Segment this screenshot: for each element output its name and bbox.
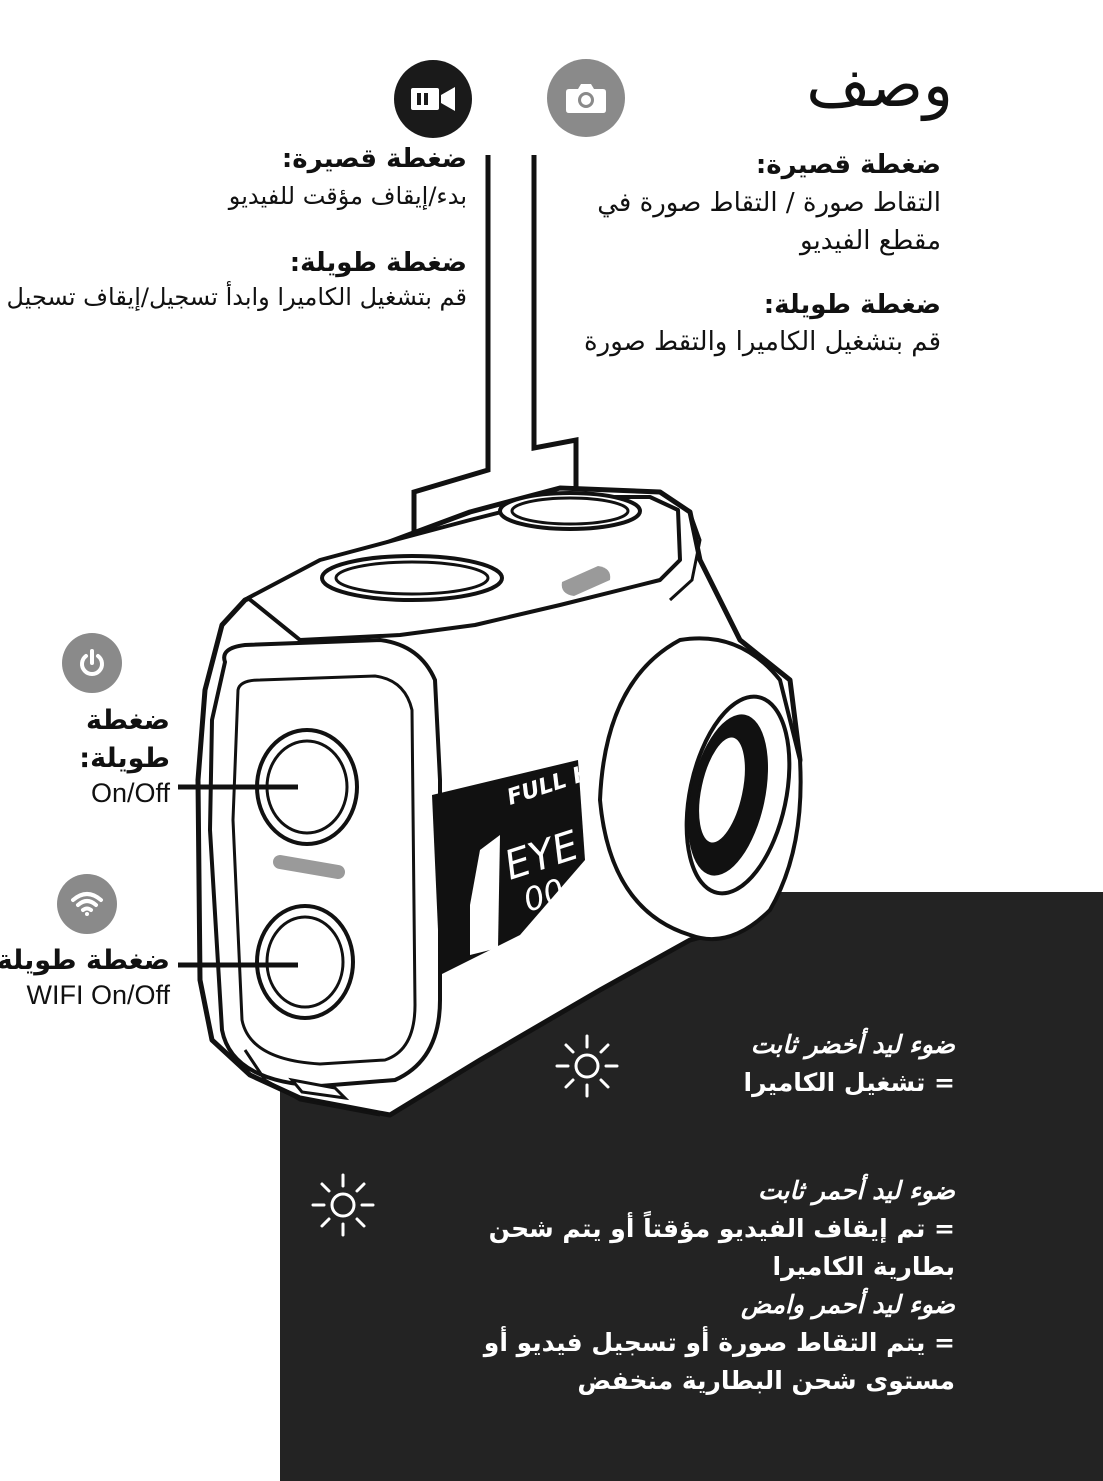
wifi-long-press-text: WIFI On/Off — [26, 980, 170, 1010]
video-camera-icon — [394, 60, 472, 138]
photo-long-press-text: قم بتشغيل الكاميرا والتقط صورة — [584, 327, 941, 357]
wifi-button-description: ضغطة طويلة: WIFI On/Off — [0, 942, 170, 1010]
bottom-port — [288, 1077, 350, 1101]
led-red-solid-meaning: = تم إيقاف الفيديو مؤقتاً أو يتم شحن بطا… — [488, 1214, 955, 1281]
front-led — [273, 855, 345, 879]
wifi-icon — [57, 874, 117, 934]
led-red-description: ضوء ليد أحمر ثابت = تم إيقاف الفيديو مؤق… — [395, 1172, 955, 1400]
lens-glass — [696, 734, 748, 846]
top-led — [561, 566, 611, 596]
sun-icon — [555, 1034, 619, 1098]
led-red-solid-state: ضوء ليد أحمر ثابت — [757, 1176, 955, 1205]
video-long-press-text: قم بتشغيل الكاميرا وابدأ تسجيل/إيقاف تسج… — [6, 283, 467, 311]
led-red-blink-state: ضوء ليد أحمر وامض — [741, 1290, 955, 1319]
power-long-press-text: On/Off — [90, 778, 170, 808]
photo-button-description: ضغطة قصيرة: التقاط صورة / التقاط صورة في… — [541, 146, 941, 360]
video-button-description: ضغطة قصيرة: بدء/إيقاف مؤقت للفيديو ضغطة … — [0, 140, 467, 312]
video-short-press-text: بدء/إيقاف مؤقت للفيديو — [228, 182, 467, 210]
camera-icon — [547, 59, 625, 137]
video-long-press-label: ضغطة طويلة: — [289, 248, 467, 278]
led-green-meaning: = تشغيل الكاميرا — [743, 1068, 956, 1097]
power-icon — [62, 633, 122, 693]
led-red-blink-meaning: = يتم التقاط صورة أو تسجيل فيديو أو مستو… — [483, 1328, 955, 1395]
power-button-description: ضغطة طويلة: On/Off — [0, 702, 170, 808]
power-long-press-label: ضغطة طويلة: — [79, 705, 170, 774]
photo-leader-line — [531, 155, 579, 512]
photo-short-press-text: التقاط صورة / التقاط صورة في مقطع الفيدي… — [597, 188, 941, 256]
led-green-state: ضوء ليد أخضر ثابت — [750, 1030, 955, 1059]
photo-long-press-label: ضغطة طويلة: — [763, 290, 941, 320]
photo-short-press-label: ضغطة قصيرة: — [755, 150, 941, 180]
sun-icon — [311, 1173, 375, 1237]
led-green-description: ضوء ليد أخضر ثابت = تشغيل الكاميرا — [595, 1026, 956, 1102]
wifi-long-press-label: ضغطة طويلة: — [0, 945, 170, 976]
video-short-press-label: ضغطة قصيرة: — [281, 144, 467, 174]
page-title: وصف — [806, 48, 954, 121]
